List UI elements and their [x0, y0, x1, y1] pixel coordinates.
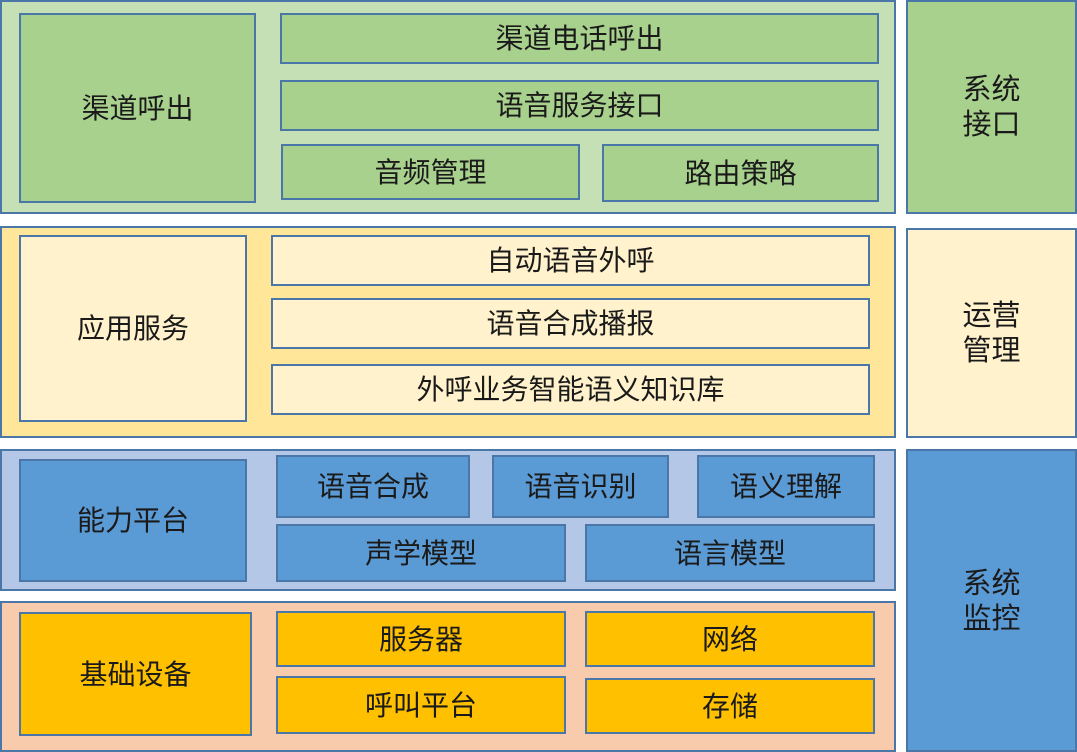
- app-item-tts-broadcast: 语音合成播报: [271, 298, 870, 349]
- ability-item-asr: 语音识别: [492, 455, 669, 518]
- channel-item-phone-outbound: 渠道电话呼出: [280, 13, 879, 64]
- app-item-knowledge-base: 外呼业务智能语义知识库: [271, 364, 870, 415]
- infra-item-call-platform: 呼叫平台: [276, 676, 566, 734]
- infra-item-server: 服务器: [276, 611, 566, 667]
- channel-item-voice-api: 语音服务接口: [280, 80, 879, 131]
- layer-channel-title-text: 渠道呼出: [81, 91, 194, 125]
- ability-item-language-model: 语言模型: [585, 524, 875, 582]
- layer-channel-title: 渠道呼出: [19, 13, 256, 203]
- ability-item-acoustic-model: 声学模型: [276, 524, 566, 582]
- channel-item-audio-mgmt: 音频管理: [281, 144, 580, 200]
- infra-item-network: 网络: [585, 611, 875, 667]
- ability-item-tts: 语音合成: [276, 455, 470, 518]
- infra-item-storage: 存储: [585, 678, 875, 734]
- layer-app-title: 应用服务: [19, 235, 247, 422]
- layer-infra-title-text: 基础设备: [79, 657, 192, 691]
- channel-item-routing: 路由策略: [602, 144, 879, 202]
- side-system-monitoring: 系统监控: [906, 449, 1077, 752]
- layer-ability-title-text: 能力平台: [76, 504, 189, 537]
- app-item-auto-call: 自动语音外呼: [271, 235, 870, 286]
- side-operations: 运营管理: [906, 228, 1077, 438]
- layer-infra-title: 基础设备: [19, 612, 252, 736]
- layer-ability-title: 能力平台: [19, 459, 247, 582]
- side-system-interface: 系统接口: [906, 0, 1077, 214]
- ability-item-nlu: 语义理解: [697, 455, 875, 518]
- layer-app-title-text: 应用服务: [76, 312, 189, 345]
